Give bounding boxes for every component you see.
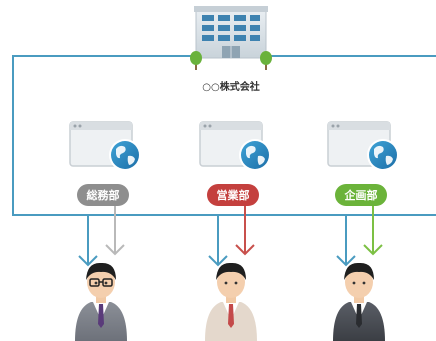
office-building-icon <box>190 6 272 70</box>
down-arrow-blue <box>208 216 228 267</box>
down-arrow-dept <box>105 206 125 256</box>
down-arrow-dept <box>235 206 255 256</box>
browser-globe-icon <box>69 121 141 171</box>
down-arrow-blue <box>336 216 356 267</box>
department-label-pill <box>207 184 259 206</box>
department-label: 企画部 <box>344 188 378 202</box>
down-arrow-dept <box>363 206 383 256</box>
department-label-pill <box>335 184 387 206</box>
company-name: ○○株式会社 <box>202 80 259 93</box>
department-eigyo: 営業部 <box>199 121 271 341</box>
person-glasses-icon <box>75 262 127 341</box>
department-label-pill <box>77 184 129 206</box>
tree-icon <box>260 51 272 70</box>
department-kikaku: 企画部 <box>327 121 399 341</box>
browser-globe-icon <box>199 121 271 171</box>
department-label: 総務部 <box>87 188 120 202</box>
tree-icon <box>190 51 202 70</box>
browser-globe-icon <box>327 121 399 171</box>
down-arrow-blue <box>78 216 98 267</box>
department-soumu: 総務部 <box>69 121 141 341</box>
person-suit-icon <box>333 262 385 341</box>
department-label: 営業部 <box>217 188 250 202</box>
person-tie-icon <box>205 262 257 341</box>
